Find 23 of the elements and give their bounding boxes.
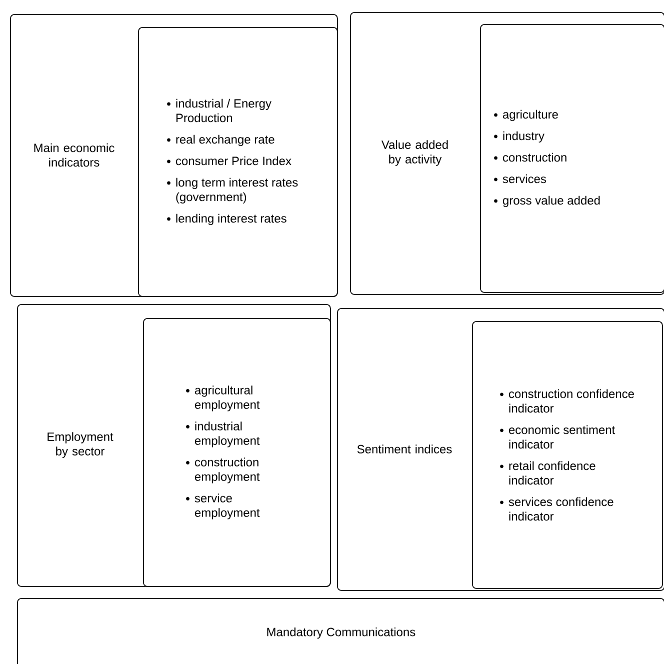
- list-item: service employment: [194, 494, 260, 520]
- list-box: [143, 318, 331, 587]
- list-item: construction: [502, 152, 566, 162]
- list-item: lending interest rates: [176, 214, 286, 226]
- list-box: [138, 27, 338, 297]
- list-item: construction employment: [194, 458, 260, 484]
- list-item: industrial employment: [194, 422, 260, 448]
- list-item: industry: [503, 131, 544, 143]
- list-item: economic sentiment indicator: [508, 425, 616, 449]
- list-item: long term interest rates (government): [176, 178, 298, 204]
- list-item: real exchange rate: [176, 134, 274, 146]
- list-item: services confidence indicator: [508, 497, 614, 521]
- list-item: industrial / Energy Production: [176, 98, 272, 122]
- list-item: gross value added: [502, 196, 600, 208]
- list-box: [480, 24, 664, 293]
- list-item: retail confidence indicator: [509, 461, 596, 485]
- list-item: construction confidence indicator: [508, 389, 634, 413]
- list-box: [472, 321, 663, 589]
- list-item: agriculture: [502, 110, 558, 122]
- list-item: services: [502, 174, 546, 184]
- list-item: agricultural employment: [194, 386, 260, 412]
- panel-box: Mandatory Communications: [17, 598, 664, 664]
- list-item: consumer Price Index: [176, 156, 292, 166]
